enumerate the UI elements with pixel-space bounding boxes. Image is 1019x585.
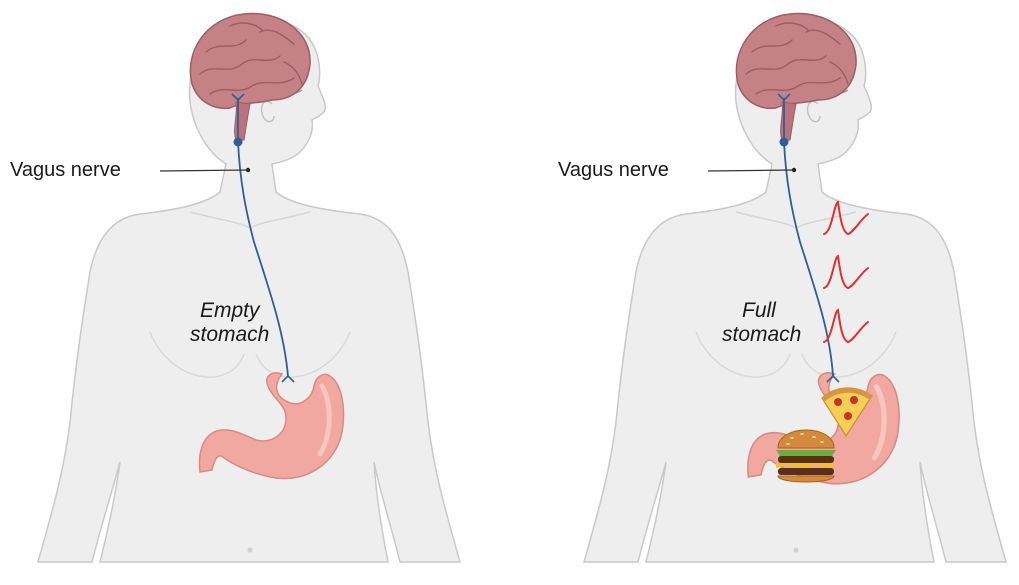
figure-group bbox=[38, 14, 460, 562]
pepperoni bbox=[850, 396, 858, 404]
pepperoni bbox=[844, 412, 852, 420]
sesame-seed bbox=[800, 433, 803, 435]
brain bbox=[736, 14, 856, 109]
vagus-nerve-label-right: Vagus nerve bbox=[558, 159, 669, 182]
navel bbox=[794, 548, 799, 553]
empty-stomach-label-line2: stomach bbox=[190, 323, 269, 347]
nerve-ganglion bbox=[234, 138, 243, 147]
sesame-seed bbox=[820, 441, 823, 443]
empty-stomach-label: Empty stomach bbox=[190, 299, 269, 347]
burger-icon bbox=[776, 430, 836, 482]
sesame-seed bbox=[790, 437, 793, 439]
vagus-nerve-label-left: Vagus nerve bbox=[10, 159, 121, 182]
pepperoni bbox=[834, 398, 842, 406]
brain bbox=[190, 14, 310, 109]
navel bbox=[248, 548, 253, 553]
sesame-seed bbox=[812, 436, 815, 438]
empty-stomach-panel bbox=[38, 14, 460, 562]
full-stomach-label: Full stomach bbox=[722, 299, 801, 347]
empty-stomach-label-line1: Empty bbox=[190, 299, 269, 323]
burger-lettuce bbox=[776, 450, 836, 456]
full-stomach-label-line1: Full bbox=[722, 299, 801, 323]
burger-patty-2 bbox=[778, 468, 834, 475]
full-stomach-label-line2: stomach bbox=[722, 323, 801, 347]
sesame-seed bbox=[786, 443, 789, 445]
nerve-ganglion bbox=[780, 138, 789, 147]
burger-patty bbox=[778, 456, 834, 463]
figure-group bbox=[584, 14, 1006, 562]
full-stomach-panel bbox=[584, 14, 1006, 562]
